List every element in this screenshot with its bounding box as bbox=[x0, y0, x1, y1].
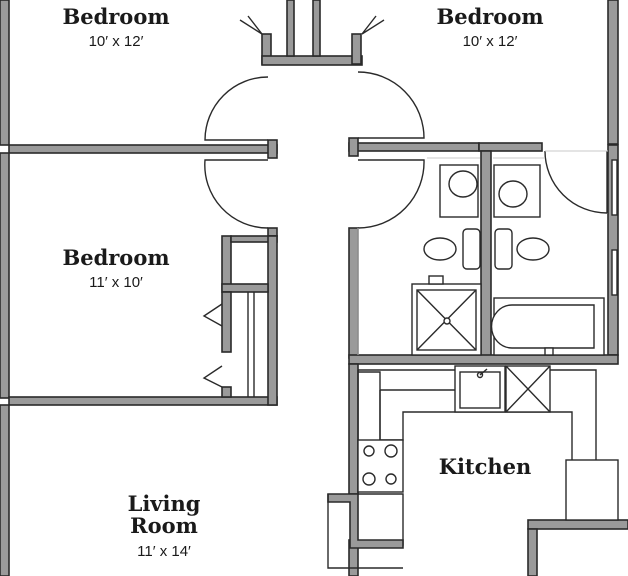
wall-right-bedroom-right bbox=[607, 0, 619, 145]
wall-bedroom-living-divider bbox=[8, 396, 278, 406]
refrigerator bbox=[565, 459, 619, 521]
wall-living-left bbox=[0, 404, 10, 576]
kitchen-peninsula-wall bbox=[327, 493, 404, 549]
wall-closet-left-bottom bbox=[221, 386, 232, 398]
bedroom-top-left-name: Bedroom bbox=[62, 4, 170, 29]
bathroom-fixtures bbox=[357, 157, 618, 356]
wall-bath-middle bbox=[480, 150, 492, 359]
wall-kitchen-right-bottom bbox=[527, 519, 628, 530]
label-bedroom-middle-left: Bedroom 11′ x 10′ bbox=[36, 245, 196, 291]
shower-drain bbox=[443, 317, 451, 325]
doors bbox=[202, 15, 608, 397]
stove-burner-2 bbox=[384, 444, 398, 458]
stove-burner-3 bbox=[362, 472, 376, 486]
bedroom-top-right-dims: 10′ x 12′ bbox=[462, 33, 518, 50]
bathtub-faucet bbox=[544, 347, 554, 356]
toilet-left-bowl bbox=[423, 237, 457, 261]
wall-closet-jamb-right bbox=[312, 0, 321, 57]
wall-corridor-right-top bbox=[351, 33, 362, 65]
wall-kitchen-right-stub bbox=[527, 528, 538, 576]
toilet-right-tank bbox=[494, 228, 513, 270]
label-living-room: Living Room 11′ x 14′ bbox=[84, 493, 244, 563]
door-swing-right-bath bbox=[544, 150, 608, 214]
wall-bedroom-divider-left bbox=[8, 144, 278, 154]
sink-left-basin bbox=[448, 170, 478, 198]
kitchen-counter-edge bbox=[357, 369, 455, 494]
bedroom-middle-left-dims: 11′ x 10′ bbox=[89, 274, 143, 291]
label-bedroom-top-right: Bedroom 10′ x 12′ bbox=[410, 4, 570, 50]
stove-burner-4 bbox=[385, 473, 397, 485]
kitchen-name: Kitchen bbox=[438, 454, 532, 479]
bifold-door-top-right bbox=[361, 15, 385, 35]
door-swing-bath bbox=[357, 159, 425, 229]
wall-top-left-bedroom-left bbox=[0, 0, 10, 146]
door-swing-top-left bbox=[204, 76, 269, 141]
living-room-name-line1: Living bbox=[127, 491, 201, 516]
kitchen-sink-basin bbox=[459, 371, 501, 409]
shower-valve bbox=[428, 275, 444, 285]
wall-bath-bottom bbox=[348, 354, 619, 365]
living-room-name-line2: Room bbox=[130, 513, 198, 538]
sink-right-basin bbox=[498, 180, 528, 208]
bifold-door-top-left bbox=[239, 15, 263, 35]
wall-kitchen-left bbox=[348, 363, 359, 495]
toilet-right-bowl bbox=[516, 237, 550, 261]
toilet-left-tank bbox=[462, 228, 481, 270]
wall-right-bedroom-bottom bbox=[348, 142, 480, 152]
wall-closet-divider bbox=[221, 283, 269, 293]
kitchen-fixtures bbox=[327, 365, 619, 569]
bathtub-basin bbox=[490, 304, 595, 349]
right-wall-shelf-lower bbox=[611, 249, 618, 296]
bedroom-top-right-name: Bedroom bbox=[436, 4, 544, 29]
wall-bath-top-right bbox=[478, 142, 543, 152]
wall-closet-left-upper bbox=[221, 235, 232, 291]
right-wall-shelf-upper bbox=[611, 159, 618, 216]
stove-burner-1 bbox=[363, 445, 375, 457]
living-room-dims: 11′ x 14′ bbox=[137, 543, 191, 560]
bedroom-top-left-dims: 10′ x 12′ bbox=[88, 33, 144, 50]
wall-corridor-top bbox=[261, 55, 363, 66]
bedroom-middle-left-name: Bedroom bbox=[62, 245, 170, 270]
kitchen-peninsula-edge bbox=[327, 494, 403, 569]
dishwasher-x-2 bbox=[505, 365, 551, 413]
label-kitchen: Kitchen bbox=[415, 454, 555, 479]
bifold-door-closet-lower bbox=[202, 365, 223, 388]
wall-right-bedroom-jamb bbox=[348, 137, 359, 157]
wall-closet-left-lower bbox=[221, 291, 232, 353]
bifold-door-closet-upper bbox=[202, 303, 223, 327]
wall-divider-left-jamb bbox=[267, 139, 278, 159]
wall-bath-left bbox=[348, 227, 359, 359]
door-swing-top-right bbox=[357, 71, 425, 139]
wall-middle-right bbox=[267, 235, 278, 406]
wall-closet-jamb-left bbox=[286, 0, 295, 57]
wall-middle-right-stub bbox=[267, 227, 278, 237]
door-swing-middle-left bbox=[204, 159, 269, 229]
wall-middle-bedroom-left bbox=[0, 152, 10, 399]
label-bedroom-top-left: Bedroom 10′ x 12′ bbox=[36, 4, 196, 50]
kitchen-faucet-spout bbox=[479, 368, 488, 376]
